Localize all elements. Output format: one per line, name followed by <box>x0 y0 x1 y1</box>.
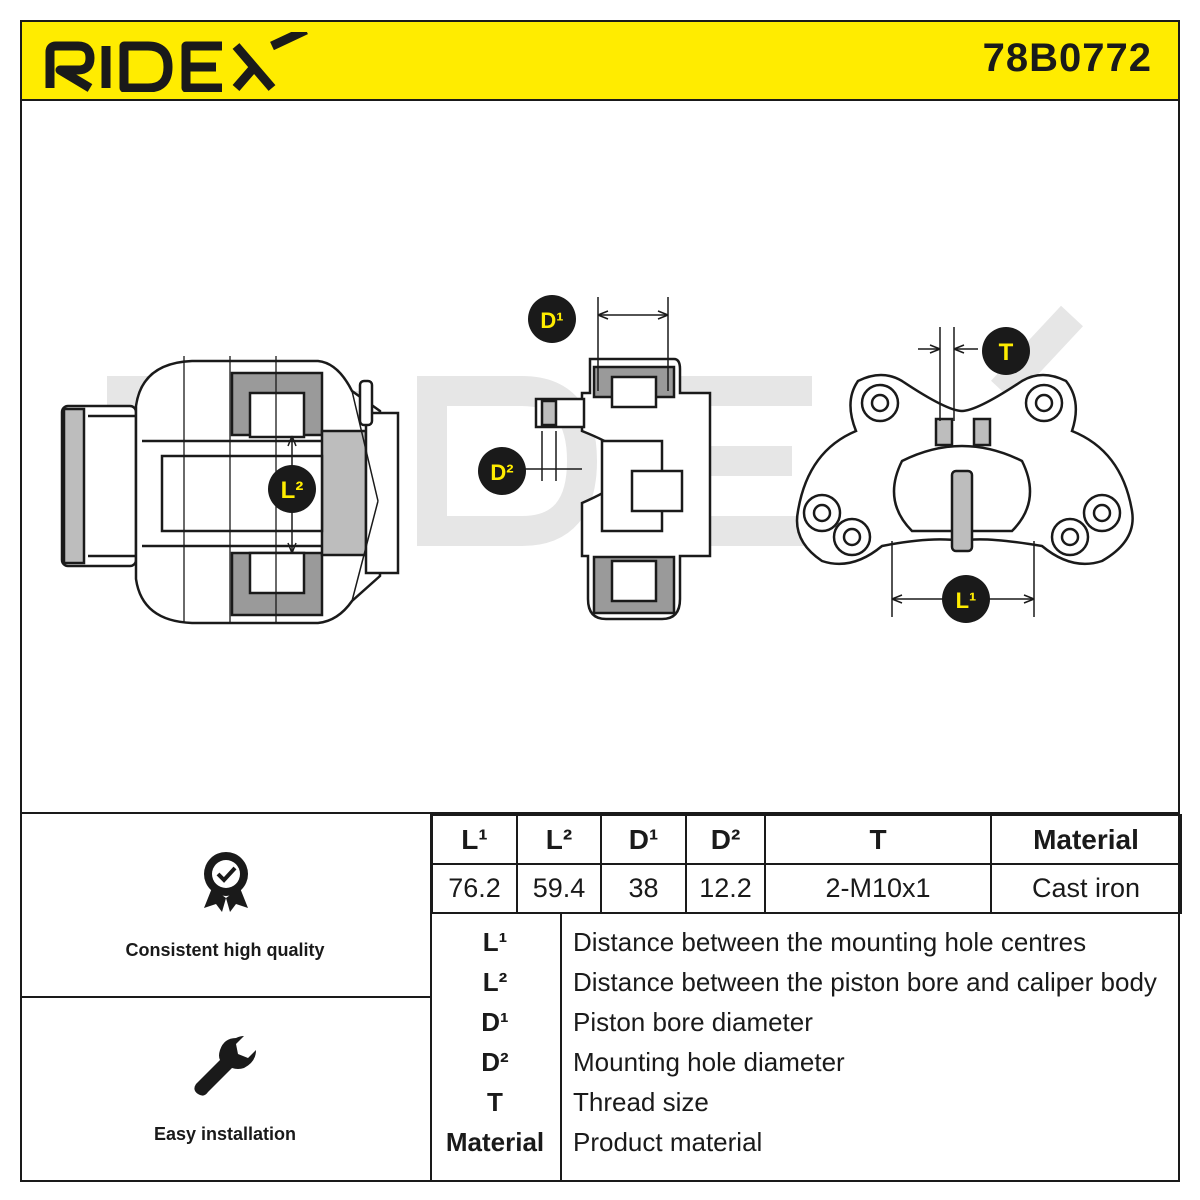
feature-quality-label: Consistent high quality <box>125 940 325 960</box>
caliper-side-view <box>60 356 400 625</box>
part-number: 78B0772 <box>982 36 1152 80</box>
legend-key: D² <box>481 1047 509 1077</box>
spec-header-l2: L² <box>516 814 602 865</box>
caliper-section-view <box>534 357 712 621</box>
bottom-separator <box>20 812 1180 814</box>
legend-desc: Mounting hole diameter <box>573 1047 845 1077</box>
callout-d1-label: D¹ <box>540 308 563 333</box>
quality-badge-icon <box>204 852 248 912</box>
legend-desc: Distance between the mounting hole centr… <box>573 927 1087 957</box>
callout-t-label: T <box>999 339 1014 366</box>
spec-table: L¹ L² D¹ D² T Material 76.2 59.4 38 12.2… <box>431 814 1182 914</box>
spec-header-l1: L¹ <box>431 814 518 865</box>
legend-key: L¹ <box>482 927 508 957</box>
features-row-divider <box>20 996 431 998</box>
spec-value-l1: 76.2 <box>431 863 518 914</box>
spec-header-material: Material <box>990 814 1182 865</box>
spec-value-row: 76.2 59.4 38 12.2 2-M10x1 Cast iron <box>431 863 1182 914</box>
d2-dimension <box>522 431 582 481</box>
header-bar: 78B0772 <box>20 20 1180 101</box>
ridex-logo <box>45 32 308 92</box>
legend-desc: Distance between the piston bore and cal… <box>573 967 1157 997</box>
callout-t <box>982 327 1030 375</box>
legend-divider <box>560 913 562 1182</box>
caliper-drawing: L² D¹ D² <box>60 295 1134 625</box>
d1-dimension <box>597 297 669 391</box>
callout-d2-label: D² <box>490 460 513 485</box>
legend-key: Material <box>445 1127 545 1157</box>
callout-l1-label: L¹ <box>956 588 977 613</box>
feature-installation-label: Easy installation <box>153 1124 297 1144</box>
callout-d1 <box>528 295 576 343</box>
callout-l1 <box>942 575 990 623</box>
legend-key: T <box>487 1087 503 1117</box>
legend-desc: Thread size <box>573 1087 709 1117</box>
spec-value-t: 2-M10x1 <box>764 863 992 914</box>
spec-value-d1: 38 <box>600 863 687 914</box>
legend-key: D¹ <box>481 1007 509 1037</box>
spec-value-material: Cast iron <box>990 863 1182 914</box>
spec-value-l2: 59.4 <box>516 863 602 914</box>
callout-l2 <box>268 465 316 513</box>
legend-desc: Product material <box>573 1127 763 1157</box>
spec-header-row: L¹ L² D¹ D² T Material <box>431 814 1182 865</box>
t-dimension <box>918 327 978 421</box>
features-divider <box>430 812 432 1182</box>
spec-value-d2: 12.2 <box>685 863 766 914</box>
legend-key: L² <box>482 967 508 997</box>
legend-desc: Piston bore diameter <box>573 1007 813 1037</box>
spec-header-t: T <box>764 814 992 865</box>
callout-d2 <box>478 447 526 495</box>
l1-dimension <box>891 541 1035 617</box>
caliper-front-view <box>795 373 1134 566</box>
wrench-icon <box>194 1036 256 1096</box>
spec-header-d1: D¹ <box>600 814 687 865</box>
callout-l2-label: L² <box>281 477 304 504</box>
spec-header-d2: D² <box>685 814 766 865</box>
